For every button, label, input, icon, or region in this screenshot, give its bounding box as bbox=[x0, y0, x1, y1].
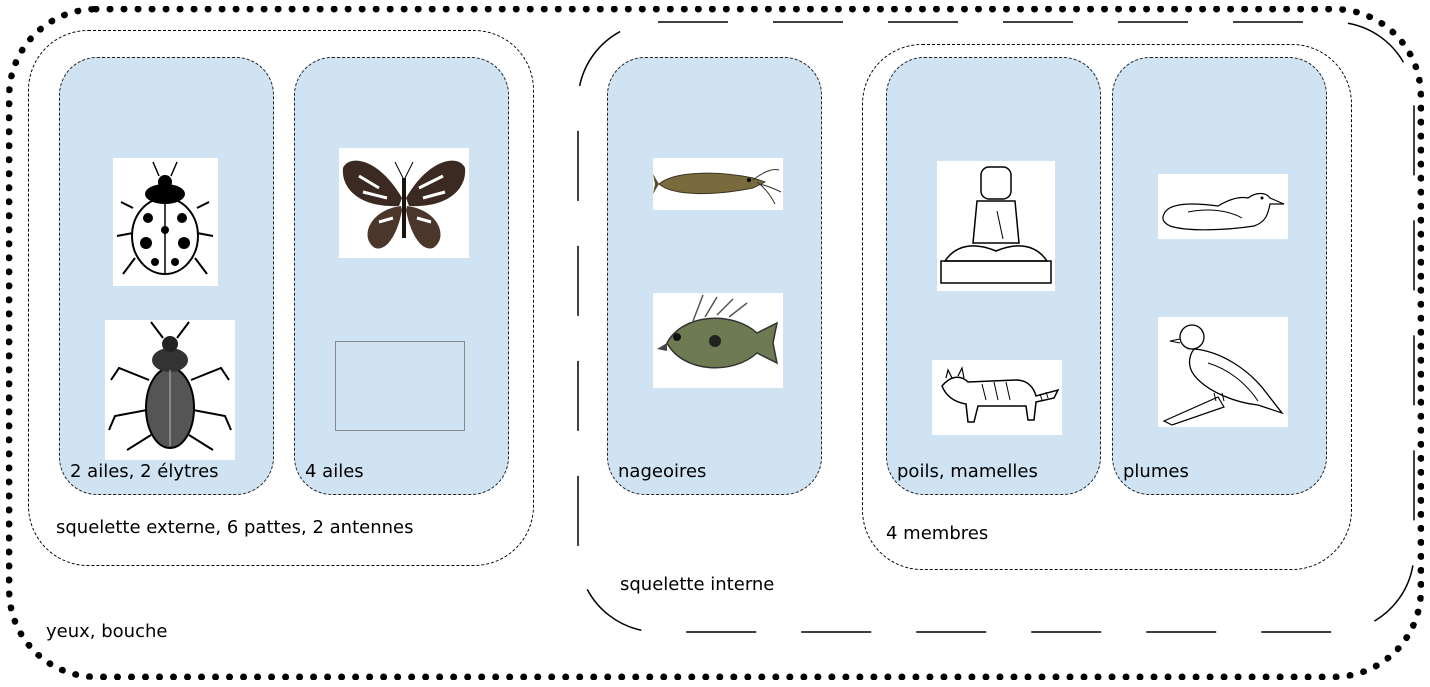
beetle-icon bbox=[105, 320, 235, 460]
seated-human-icon bbox=[937, 161, 1055, 291]
card-coleoptera: 2 ailes, 2 élytres bbox=[59, 57, 274, 495]
john-dory-fish-icon bbox=[653, 293, 783, 388]
wild-cat-icon bbox=[932, 360, 1062, 435]
card-label: 2 ailes, 2 élytres bbox=[70, 461, 219, 482]
card-fish: nageoires bbox=[607, 57, 822, 495]
card-label: nageoires bbox=[618, 461, 707, 482]
card-lepidoptera: 4 ailes bbox=[294, 57, 509, 495]
empty-image-slot bbox=[335, 341, 465, 431]
group-label-external: squelette externe, 6 pattes, 2 antennes bbox=[56, 517, 414, 538]
duck-icon bbox=[1158, 174, 1288, 239]
group-label-four-limbs: 4 membres bbox=[886, 523, 989, 544]
butterfly-icon bbox=[339, 148, 469, 258]
card-label: plumes bbox=[1123, 461, 1189, 482]
group-all-animals bbox=[6, 6, 1424, 680]
card-label: 4 ailes bbox=[305, 461, 364, 482]
group-label-all: yeux, bouche bbox=[46, 621, 168, 642]
ladybug-icon bbox=[113, 158, 218, 286]
card-label: poils, mamelles bbox=[897, 461, 1038, 482]
catfish-icon bbox=[653, 158, 783, 210]
group-four-limbs bbox=[862, 44, 1352, 570]
group-external-skeleton bbox=[28, 30, 534, 566]
card-birds: plumes bbox=[1112, 57, 1327, 495]
group-label-internal: squelette interne bbox=[620, 574, 775, 595]
card-mammals: poils, mamelles bbox=[886, 57, 1101, 495]
pigeon-icon bbox=[1158, 317, 1288, 427]
